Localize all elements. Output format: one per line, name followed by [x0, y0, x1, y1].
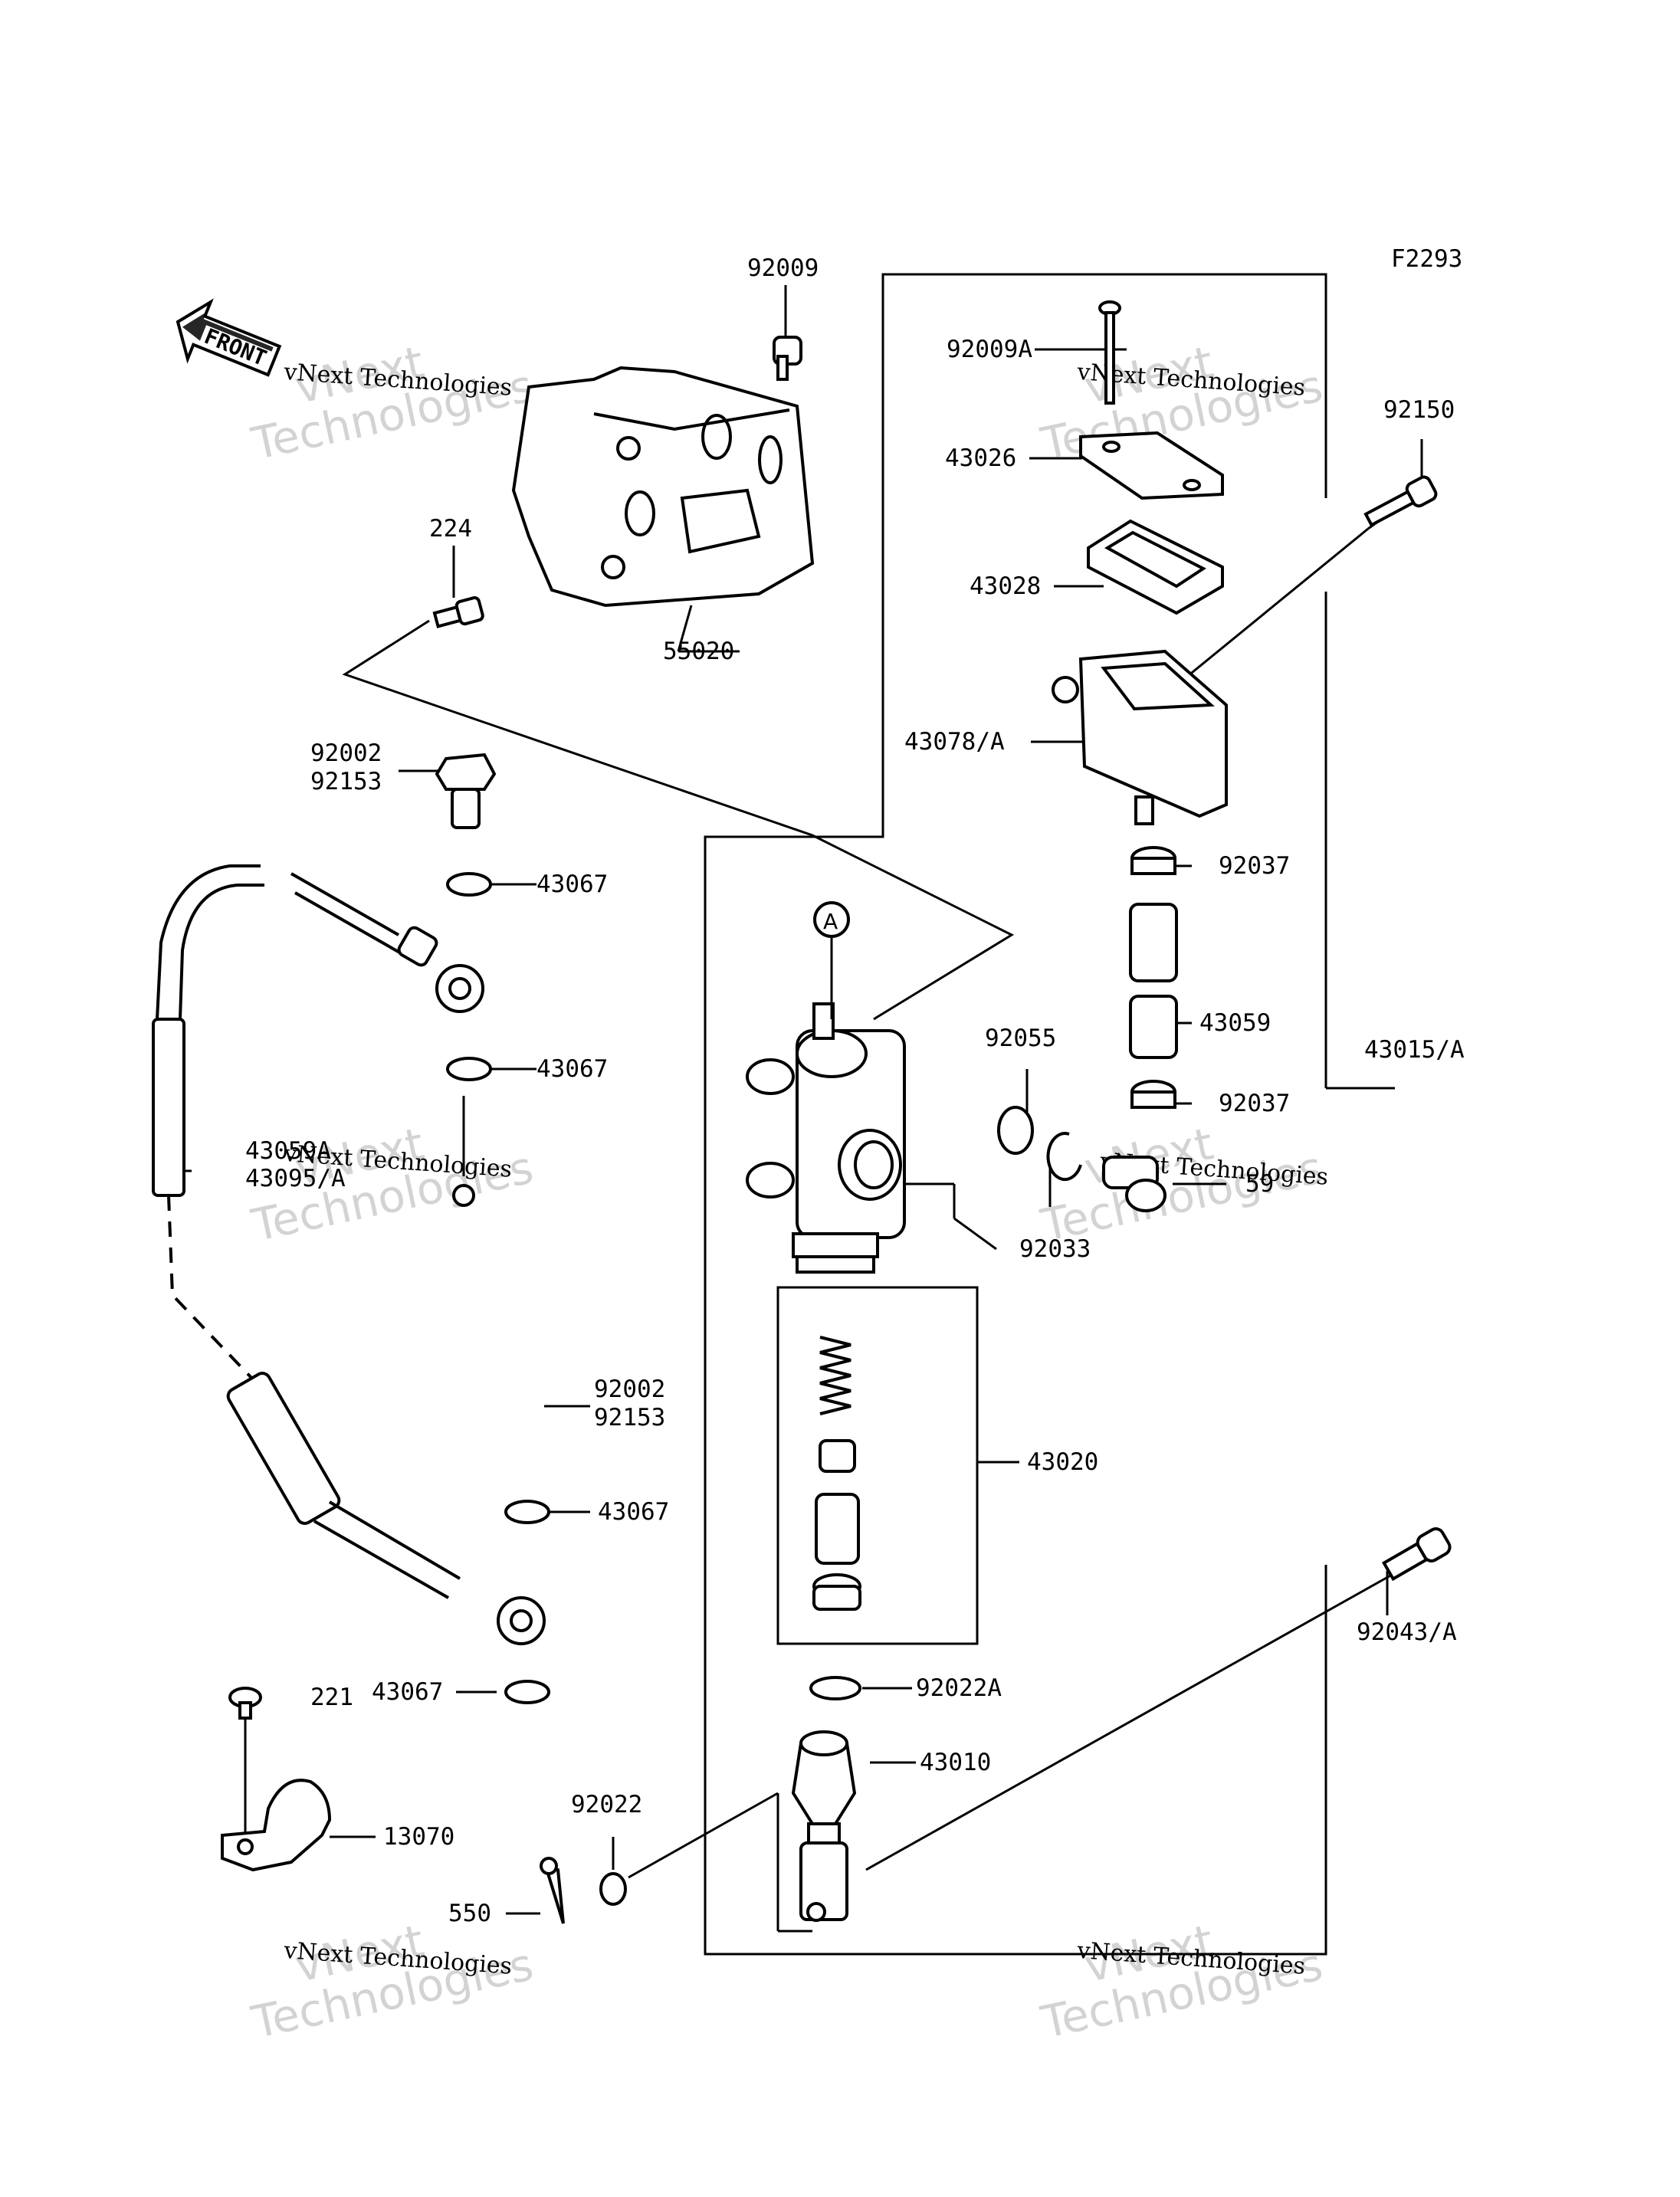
brake-hose-icon	[152, 864, 546, 1645]
part-label-43067: 43067	[372, 1678, 443, 1706]
front-arrow-icon: FRONT	[176, 298, 282, 377]
part-label-92153: 92153	[594, 1404, 665, 1431]
callout-a-marker: A	[813, 901, 850, 1019]
hose-guide-clamp-icon	[221, 1779, 332, 1872]
part-label-43028: 43028	[970, 572, 1041, 600]
banjo-bolt-top-icon	[435, 753, 497, 829]
part-label-92033: 92033	[1019, 1235, 1091, 1263]
part-label-43015A: 43015/A	[1364, 1036, 1465, 1064]
part-label-92009A: 92009A	[947, 336, 1032, 363]
cotter-pin-icon	[540, 1857, 565, 1924]
part-label-43010: 43010	[920, 1749, 991, 1776]
part-label-55020: 55020	[663, 638, 734, 665]
reservoir-cover-icon	[1079, 431, 1224, 500]
piston-kit-icon	[812, 1336, 861, 1611]
reservoir-tank-icon	[1052, 649, 1228, 825]
leader-lines	[153, 285, 1423, 1933]
fitting-59-icon	[1102, 1156, 1166, 1212]
part-label-92037: 92037	[1219, 852, 1290, 880]
diaphragm-icon	[1087, 519, 1224, 615]
part-label-43095A: 43095/A	[245, 1165, 346, 1192]
watermark-big: vNext Technologies	[247, 1117, 538, 1251]
part-label-92055: 92055	[985, 1025, 1056, 1052]
part-label-92009: 92009	[747, 254, 819, 282]
callout-a-small-marker	[452, 1184, 475, 1207]
clevis-pin-icon	[1381, 1527, 1452, 1582]
washer-43067-icon	[446, 872, 492, 897]
part-label-43067: 43067	[598, 1498, 669, 1526]
part-label-224: 224	[429, 515, 472, 543]
part-label-13070: 13070	[383, 1823, 454, 1851]
washer-92022-icon	[599, 1872, 627, 1906]
part-label-92153: 92153	[310, 768, 382, 795]
circlip-icon	[1046, 1132, 1082, 1182]
part-label-221: 221	[310, 1684, 353, 1711]
hose-clamp-icon	[1130, 846, 1176, 875]
master-cylinder-body-icon	[746, 1002, 906, 1274]
figure-code: F2293	[1391, 245, 1462, 273]
part-label-43078A: 43078/A	[904, 728, 1005, 756]
screw-92009A-icon	[1098, 300, 1121, 405]
screw-221-icon	[228, 1687, 262, 1720]
part-label-43020: 43020	[1027, 1448, 1098, 1476]
bolt-92150-icon	[1363, 475, 1438, 527]
part-label-43026: 43026	[945, 444, 1016, 472]
washer-43067-icon	[446, 1057, 492, 1081]
parts-drawings: A	[152, 300, 1452, 1924]
part-label-59: 59	[1245, 1170, 1274, 1198]
washer-43067-icon	[504, 1500, 550, 1524]
part-label-92002: 92002	[594, 1376, 665, 1403]
part-label-92043A: 92043/A	[1357, 1618, 1457, 1646]
bolt-92009-icon	[773, 336, 802, 381]
part-label-550: 550	[448, 1900, 491, 1927]
bolt-224-icon	[432, 596, 484, 628]
o-ring-icon	[997, 1106, 1034, 1155]
part-label-92022A: 92022A	[916, 1674, 1002, 1702]
callout-a-text: A	[823, 909, 838, 934]
part-label-92150: 92150	[1383, 396, 1455, 424]
push-rod-icon	[791, 1730, 857, 1922]
hose-segment-icon	[1129, 903, 1178, 982]
part-labels: 92009 92009A 92150 43026 43028 224 55020…	[245, 254, 1465, 1927]
assembly-bracket	[704, 273, 1395, 1956]
part-label-43059A: 43059A	[245, 1137, 331, 1165]
part-label-43067: 43067	[536, 1055, 608, 1083]
part-label-92022: 92022	[571, 1791, 642, 1818]
hose-clamp-icon	[1130, 1080, 1176, 1109]
part-label-43067: 43067	[536, 871, 608, 898]
guard-plate-icon	[511, 366, 815, 608]
washer-43067-icon	[504, 1680, 550, 1704]
part-label-92037: 92037	[1219, 1090, 1290, 1117]
hose-segment-icon	[1129, 995, 1178, 1059]
circlip-92022A-icon	[809, 1676, 861, 1700]
part-label-92002: 92002	[310, 739, 382, 767]
part-label-43059: 43059	[1199, 1009, 1271, 1037]
